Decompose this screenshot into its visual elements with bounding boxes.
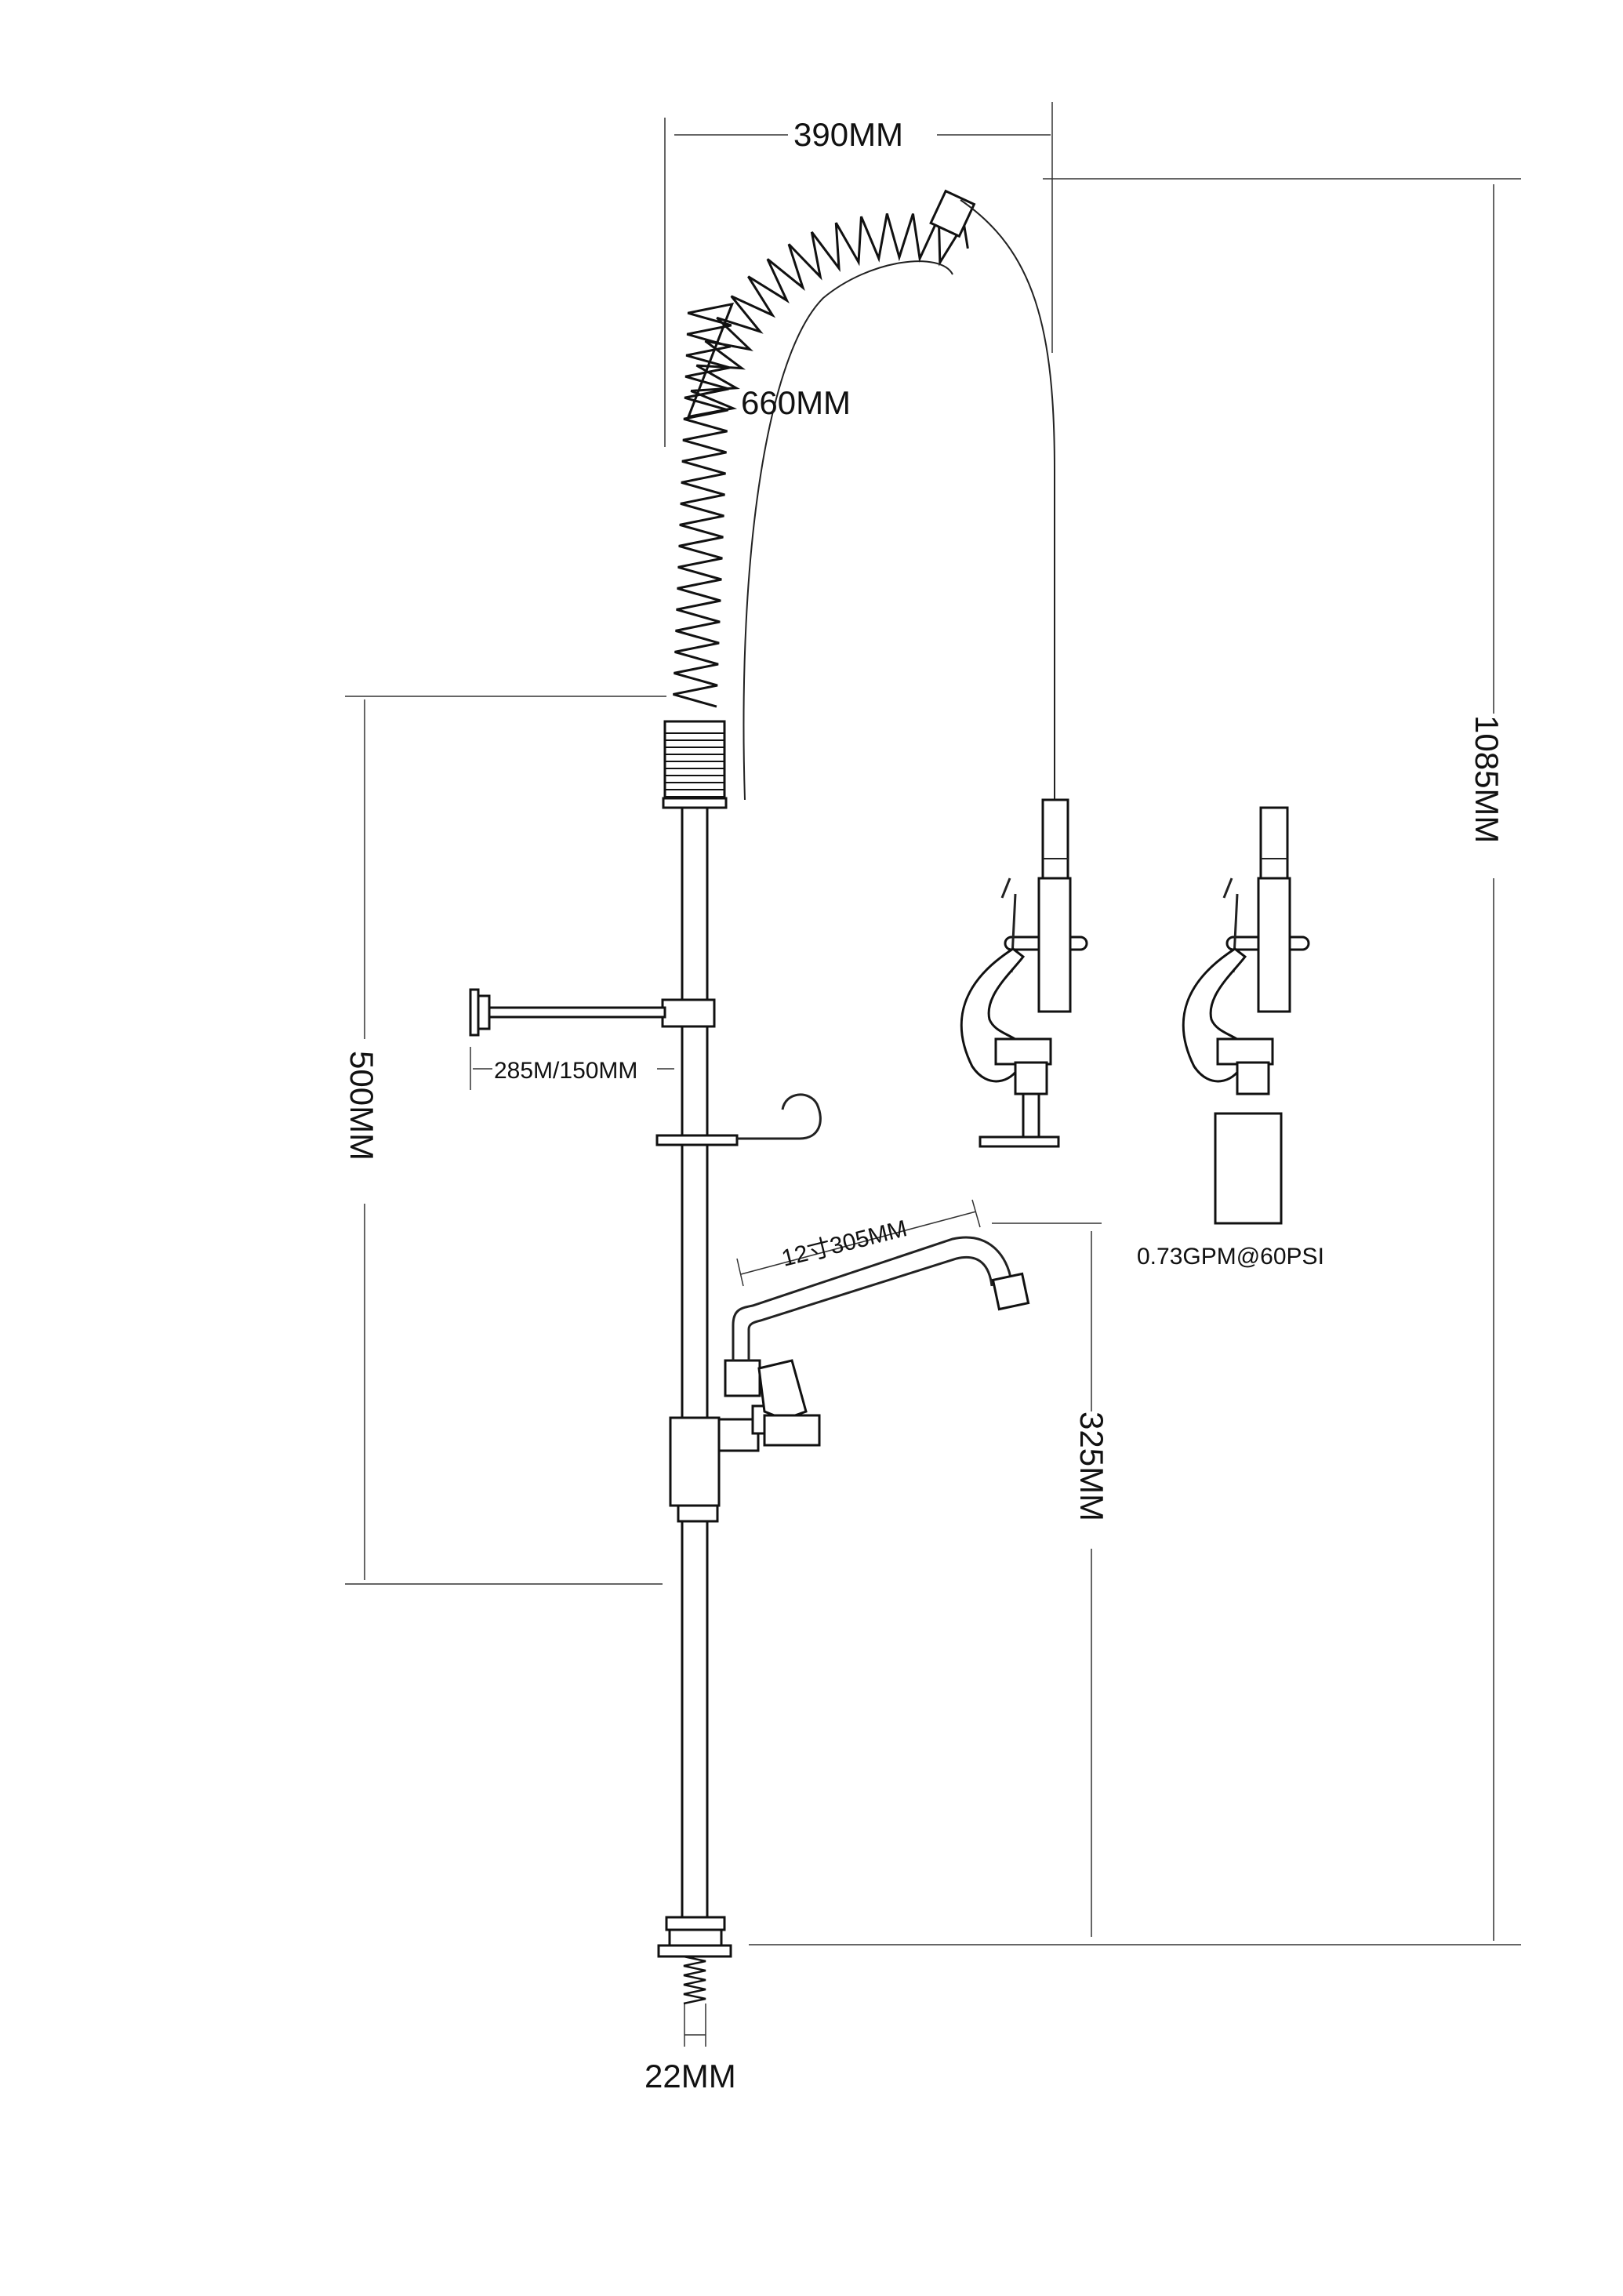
dimension-thread-label: 22MM — [644, 2058, 736, 2094]
dimension-width-label: 390MM — [793, 116, 903, 153]
dimension-hose-label: 660MM — [741, 384, 851, 421]
spring-coil — [673, 189, 976, 708]
main-column — [469, 720, 822, 2005]
dimension-column-label: 500MM — [343, 1051, 380, 1161]
spray-valve — [960, 798, 1088, 1148]
spray-valve-alt — [1182, 806, 1310, 1225]
dimension-bracket-label: 285M/150MM — [494, 1058, 637, 1084]
hose — [743, 260, 953, 801]
faucet-body — [669, 1236, 1030, 1523]
hose-outer — [960, 199, 1055, 800]
dimension-total-height-label: 1085MM — [1469, 715, 1505, 843]
dimension-lines — [345, 102, 1521, 2047]
dimension-faucet-height-label: 325MM — [1073, 1411, 1110, 1521]
flow-rate-label: 0.73GPM@60PSI — [1137, 1244, 1324, 1270]
dimension-spout-label: 12寸305MM — [779, 1215, 910, 1272]
